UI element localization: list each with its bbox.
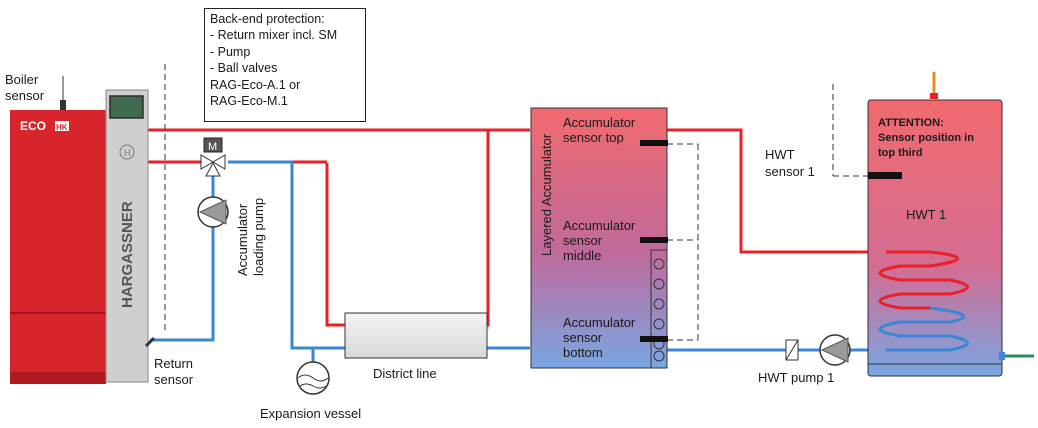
attention-label-1: ATTENTION:	[878, 117, 944, 129]
return-sensor-icon	[144, 336, 156, 348]
boiler-sensor-label: Boiler	[5, 72, 39, 87]
hargassner-vertical-text: HARGASSNER	[119, 201, 136, 308]
accumulator-sensor-top-icon	[640, 140, 668, 146]
boiler-sensor-icon	[60, 100, 66, 110]
accumulator-sensor-bottom-icon	[640, 336, 668, 342]
hwt-coil-cold	[878, 306, 969, 352]
mixer-motor-label: M	[208, 141, 217, 153]
hk-badge-text: HK	[56, 123, 68, 132]
return-pipe-boiler	[150, 176, 215, 342]
eco-badge-text: ECO	[20, 119, 46, 133]
layered-accumulator	[530, 107, 668, 369]
hwt-coil-hot	[878, 250, 969, 310]
loading-pump-arrow	[198, 199, 227, 225]
accumulator-coil-column	[650, 249, 668, 369]
note-line: - Return mixer incl. SM	[210, 28, 338, 43]
acc-sensor-middle-label-1: Accumulator	[563, 218, 636, 233]
hwt-1-label: HWT 1	[906, 207, 946, 222]
acc-sensor-bottom-label-2: sensor	[563, 330, 603, 345]
back-end-protection-note: Back-end protection: - Return mixer incl…	[204, 8, 366, 122]
acc-sensor-middle-label-2: sensor	[563, 233, 603, 248]
hwt-pump-1-label: HWT pump 1	[758, 370, 834, 385]
acc-sensor-middle-label-3: middle	[563, 248, 601, 263]
hwt-sensor-1-label-1: HWT	[765, 147, 795, 162]
district-line-label: District line	[373, 366, 437, 381]
mixer-motor	[203, 137, 223, 153]
hwt-sensor-1-label-2: sensor 1	[765, 164, 815, 179]
loading-pump-label-2: loading pump	[251, 198, 266, 276]
acc-sensor-top-label-1: Accumulator	[563, 115, 636, 130]
attention-label-3: top third	[878, 147, 923, 159]
boiler-body	[10, 110, 106, 372]
return-sensor-label: Return	[154, 356, 193, 371]
pipes	[148, 128, 886, 362]
boiler-sensor-label-2: sensor	[5, 88, 45, 103]
accumulator-sensor-middle-icon	[640, 237, 668, 243]
note-line: - Ball valves	[210, 61, 278, 76]
acc-sensor-bottom-label-1: Accumulator	[563, 315, 636, 330]
h-logo-icon	[119, 144, 135, 160]
dashed-boundaries	[164, 64, 868, 341]
hwt-1-tank	[867, 72, 1034, 377]
note-line: - Pump	[210, 44, 251, 59]
accumulator-loading-pump	[197, 196, 229, 228]
hk-badge-box	[55, 121, 69, 131]
attention-label-2: Sensor position in	[878, 132, 974, 144]
expansion-vessel-label: Expansion vessel	[260, 406, 361, 421]
layered-accumulator-label: Layered Accumulator	[539, 133, 554, 256]
acc-sensor-bottom-label-3: bottom	[563, 345, 603, 360]
h-logo-text: H	[124, 148, 131, 158]
mixer-valve-left	[200, 154, 214, 170]
hwt-sensor-1-icon	[868, 172, 902, 179]
note-line: RAG-Eco-M.1	[210, 94, 288, 109]
mixer-valve-right	[212, 154, 226, 170]
note-line: Back-end protection:	[210, 12, 325, 26]
loading-pump-label-1: Accumulator	[235, 203, 250, 276]
hwt-pump-arrow	[820, 337, 849, 363]
mixer-valve-bottom	[205, 161, 221, 177]
note-line: RAG-Eco-A.1 or	[210, 77, 301, 92]
supply-pipe-district	[325, 128, 530, 327]
boiler-display	[109, 95, 144, 119]
expansion-vessel	[296, 361, 330, 395]
district-line-box	[344, 312, 488, 359]
hwt-pump-1	[785, 334, 851, 366]
boiler-base	[10, 372, 106, 384]
boiler: ECO HK H HARGASSNER	[10, 76, 156, 384]
mixer-valve: M	[200, 137, 226, 177]
boiler-control-column	[105, 89, 149, 383]
supply-pipe-accumulator-to-hwt	[667, 128, 886, 254]
return-sensor-label-2: sensor	[154, 372, 194, 387]
hwt-bottom-connector	[999, 352, 1005, 360]
acc-sensor-top-label-2: sensor top	[563, 130, 624, 145]
